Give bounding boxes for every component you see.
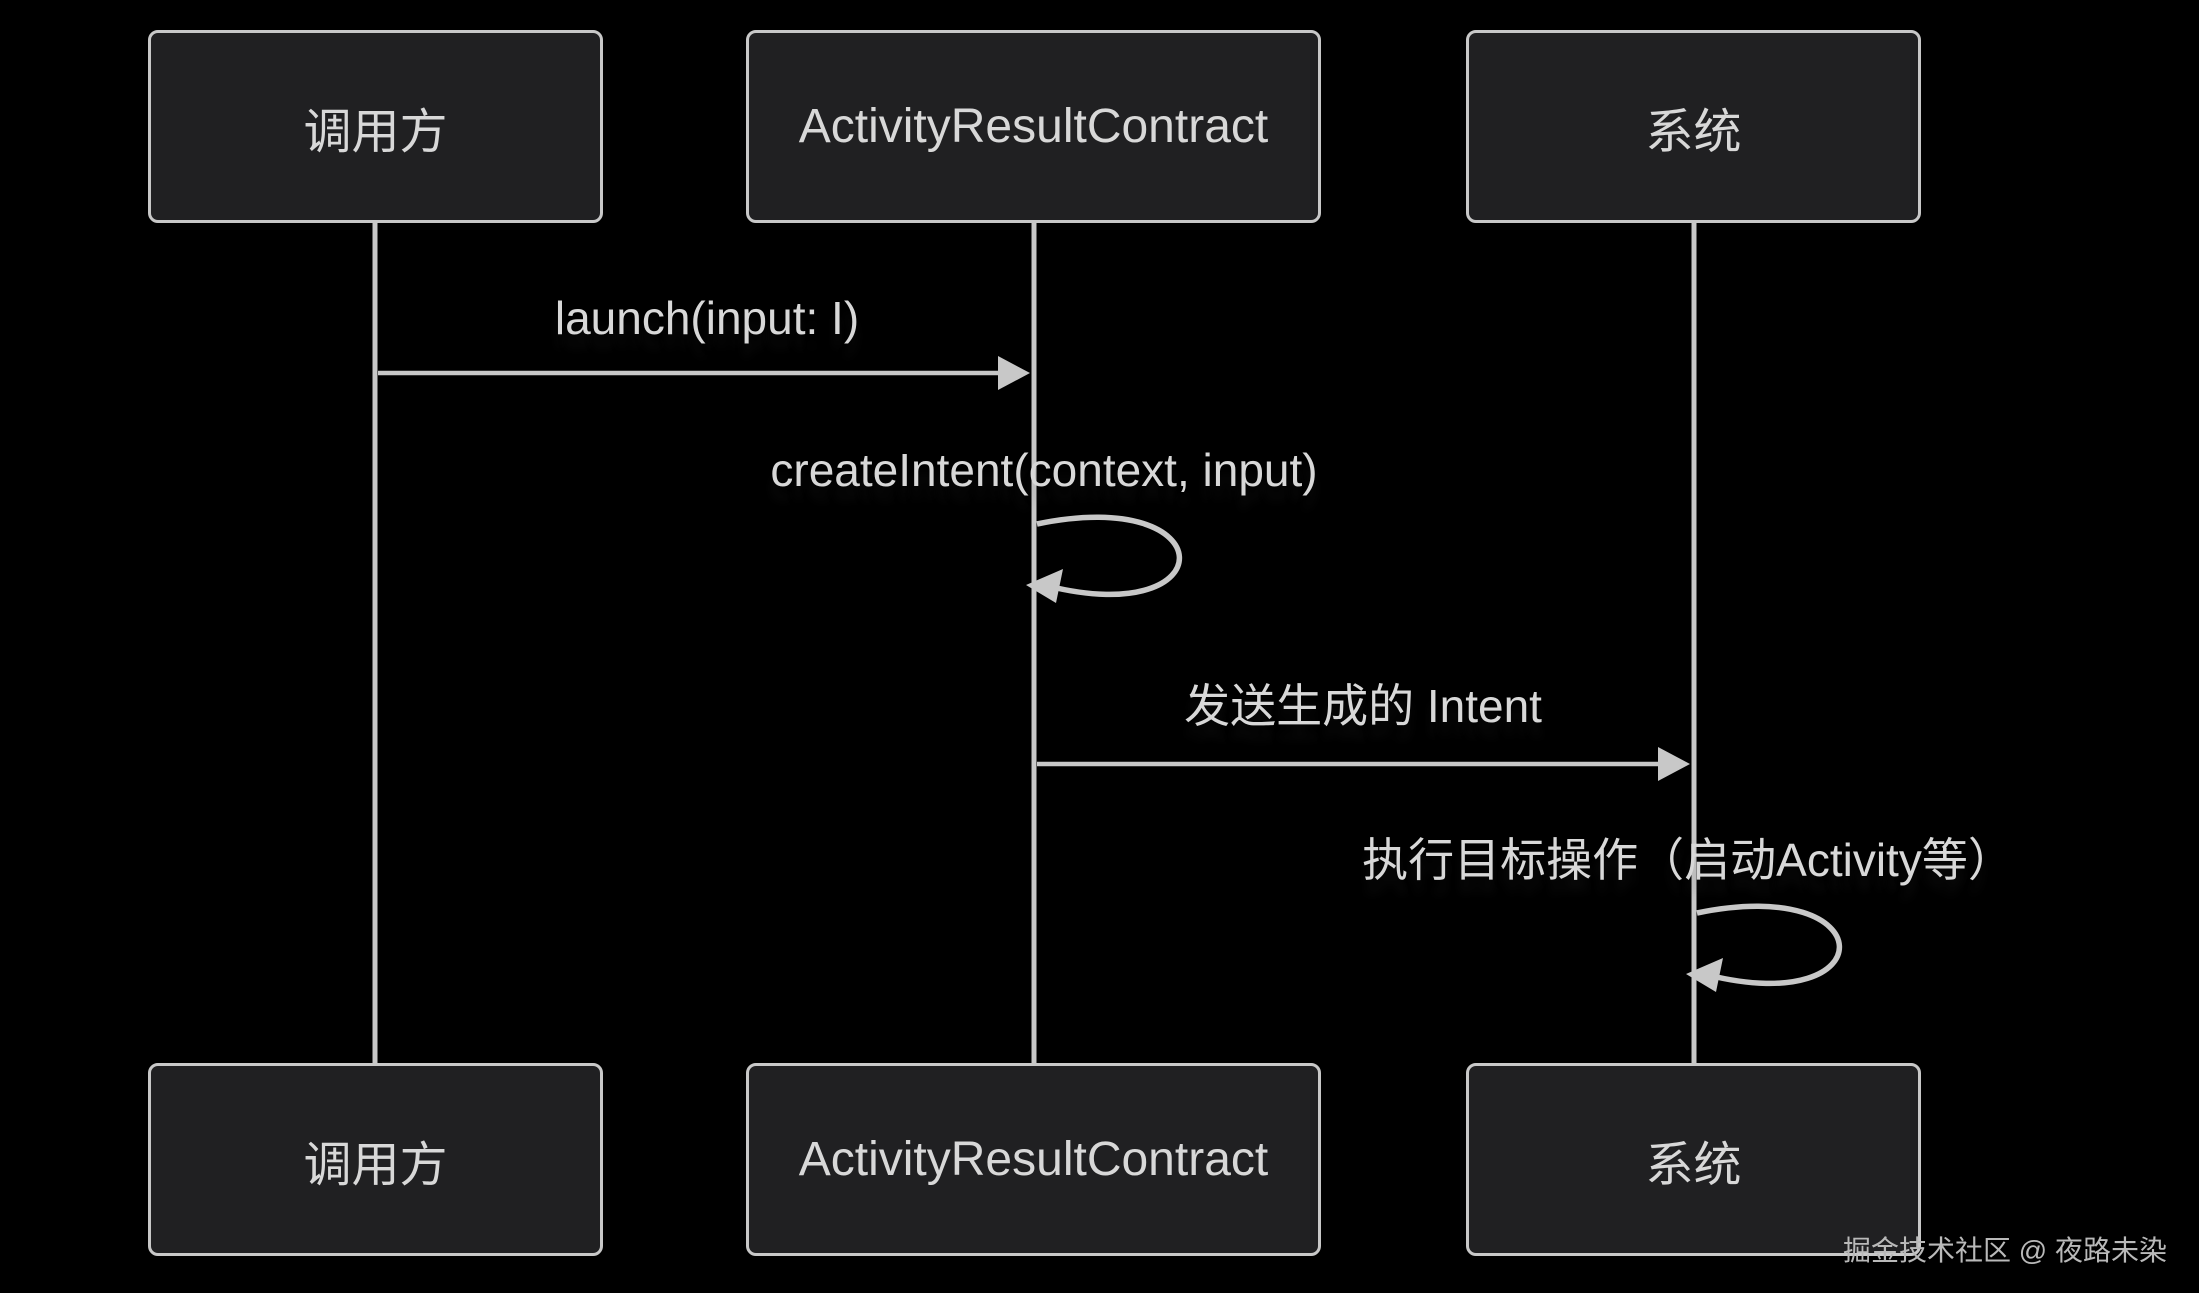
- actor-label-contract: ActivityResultContract: [798, 1133, 1269, 1186]
- actor-box-system-bottom: 系统: [1466, 1063, 1921, 1256]
- message-label-execute-action: 执行目标操作（启动Activity等）: [1362, 834, 2014, 886]
- actor-label-contract: ActivityResultContract: [798, 100, 1269, 153]
- actor-box-system-top: 系统: [1466, 30, 1921, 223]
- actor-box-contract-bottom: ActivityResultContract: [746, 1063, 1321, 1256]
- actor-label-system: 系统: [1645, 1138, 1742, 1192]
- arrowhead-send-intent-icon: [1658, 747, 1690, 781]
- arrowhead-create-intent-icon: [1026, 569, 1063, 603]
- message-label-launch: launch(input: I): [554, 292, 860, 344]
- actor-label-caller: 调用方: [303, 105, 448, 159]
- actor-label-system: 系统: [1645, 105, 1742, 159]
- actor-box-contract-top: ActivityResultContract: [746, 30, 1321, 223]
- arrowhead-execute-action-icon: [1686, 958, 1723, 992]
- actor-box-caller-top: 调用方: [148, 30, 603, 223]
- actor-label-caller: 调用方: [303, 1138, 448, 1192]
- message-label-create-intent: createIntent(context, input): [770, 444, 1318, 496]
- arrowhead-launch-icon: [998, 356, 1030, 390]
- self-loop-execute-action: [1696, 903, 1843, 987]
- actor-box-caller-bottom: 调用方: [148, 1063, 603, 1256]
- message-label-send-intent: 发送生成的 Intent: [1184, 680, 1542, 732]
- self-loop-create-intent: [1036, 514, 1183, 598]
- watermark-text: 掘金技术社区 @ 夜路未染: [1843, 1235, 2167, 1266]
